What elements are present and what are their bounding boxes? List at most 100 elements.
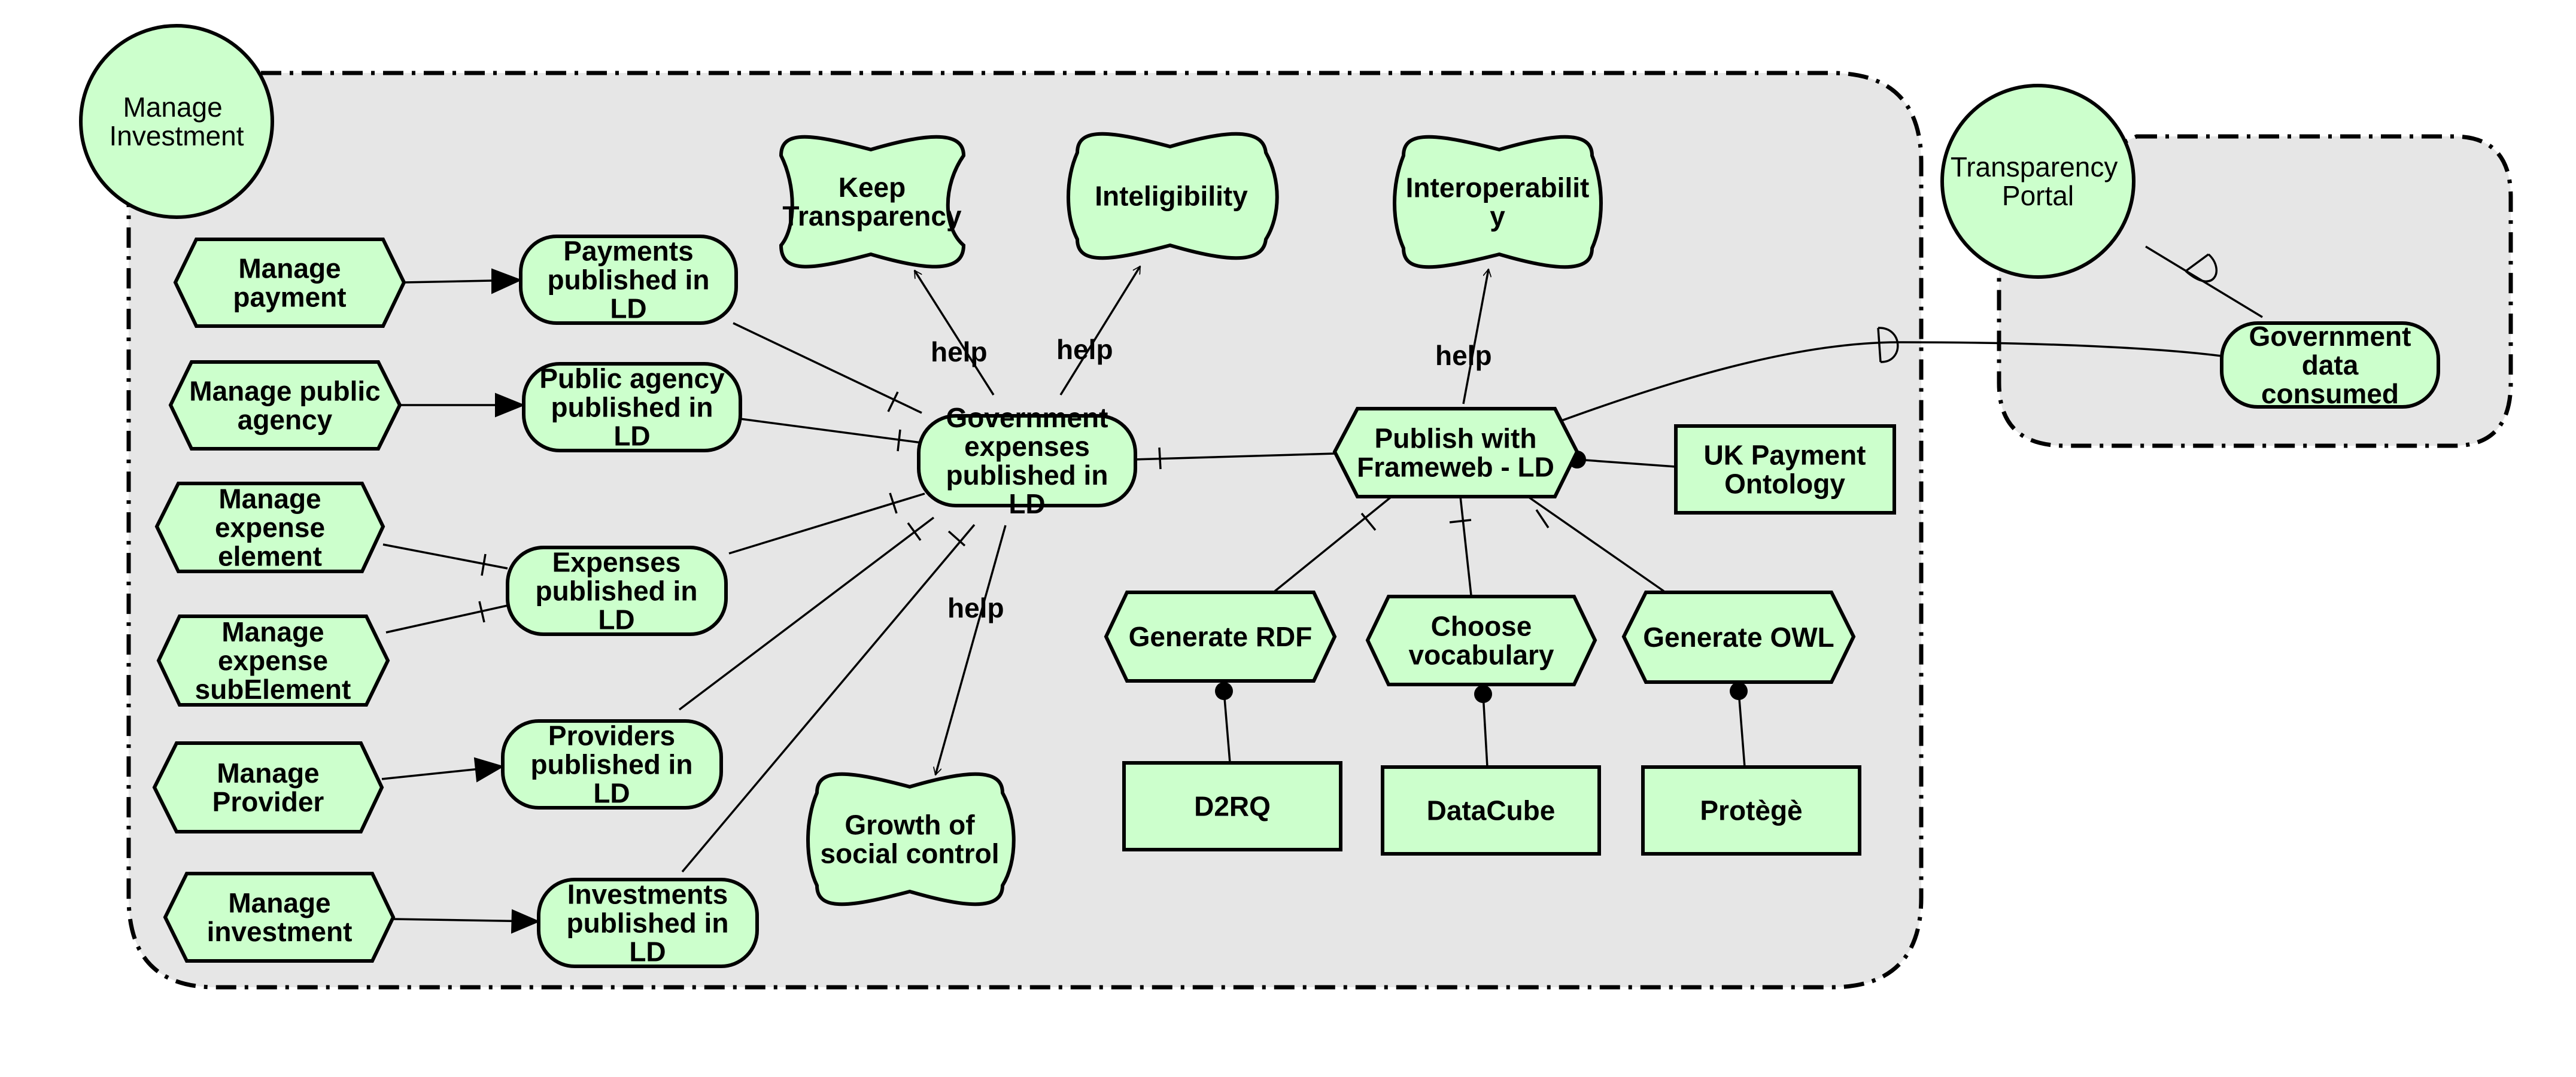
node-label: Generate RDF — [1129, 621, 1313, 652]
link-expenses-to-gov — [728, 492, 925, 555]
means-dot — [1215, 682, 1233, 700]
dependency-d-marker — [2185, 253, 2217, 282]
link-help-inteligibility — [1059, 266, 1141, 395]
link-help-interoperability — [1462, 269, 1489, 404]
link-investments-to-gov — [681, 524, 976, 873]
dependency-d-marker — [1877, 327, 1899, 363]
decomposition-tick — [889, 492, 898, 514]
node-label: D2RQ — [1194, 791, 1271, 822]
actor-label: Manage Investment — [110, 92, 244, 151]
resource-datacube[interactable]: DataCube — [1381, 765, 1601, 856]
decomposition-tick — [897, 429, 901, 452]
node-label: Protègè — [1700, 795, 1802, 826]
decomposition-tick — [1360, 512, 1377, 531]
link-rdf-to-publish — [1274, 495, 1393, 592]
link-dependency-publish-consumed — [1550, 341, 2222, 426]
softgoal-inteligibility[interactable]: Inteligibility — [1067, 132, 1279, 260]
help-label: help — [931, 336, 988, 367]
means-end-arrowhead — [511, 909, 540, 934]
resource-d2rq[interactable]: D2RQ — [1122, 761, 1342, 851]
actor-label: Transparency Portal — [1951, 151, 2125, 211]
link-gov-to-publish — [1132, 452, 1335, 461]
decomposition-tick — [1158, 447, 1162, 470]
task-generate-rdf[interactable]: Generate RDF — [1104, 591, 1337, 683]
decomposition-tick — [478, 601, 485, 623]
link-decorations: help help help help — [473, 253, 2217, 934]
means-end-arrowhead — [495, 393, 525, 418]
link-payments-to-gov — [733, 322, 922, 414]
link-datacube-to-vocab — [1482, 693, 1489, 768]
link-owl-to-publish — [1526, 494, 1664, 592]
link-providers-to-gov — [678, 516, 935, 711]
actor-manage-investment[interactable]: Manage Investment — [79, 24, 274, 219]
help-label: help — [1435, 340, 1492, 371]
link-help-keep-transparency — [913, 270, 995, 395]
means-end-arrowhead — [473, 757, 505, 783]
help-label: help — [1056, 334, 1113, 365]
link-protege-to-owl — [1737, 690, 1746, 768]
link-agency-to-gov — [740, 418, 922, 444]
link-d2rq-to-rdf — [1223, 690, 1231, 763]
task-generate-owl[interactable]: Generate OWL — [1621, 591, 1856, 684]
resource-protege[interactable]: Protègè — [1641, 765, 1861, 856]
means-dot — [1730, 682, 1748, 700]
link-help-growth — [935, 525, 1007, 775]
link-uk-ontology-to-publish — [1576, 458, 1676, 468]
decomposition-tick — [1449, 519, 1472, 524]
link-subelement-to-expenses — [385, 604, 508, 634]
node-label: Generate OWL — [1643, 622, 1834, 653]
node-label: DataCube — [1427, 795, 1556, 826]
decomposition-tick — [907, 522, 922, 541]
link-element-to-expenses — [382, 543, 508, 570]
decomposition-tick — [481, 553, 487, 576]
means-end-arrowhead — [491, 268, 523, 294]
actor-transparency-portal[interactable]: Transparency Portal — [1940, 84, 2135, 279]
node-label: Inteligibility — [1095, 181, 1248, 212]
decomposition-tick — [947, 530, 966, 547]
means-dot — [1474, 685, 1492, 703]
decomposition-tick — [1535, 509, 1550, 528]
help-label: help — [947, 592, 1004, 623]
link-vocab-to-publish — [1459, 496, 1472, 596]
decomposition-tick — [887, 391, 899, 412]
